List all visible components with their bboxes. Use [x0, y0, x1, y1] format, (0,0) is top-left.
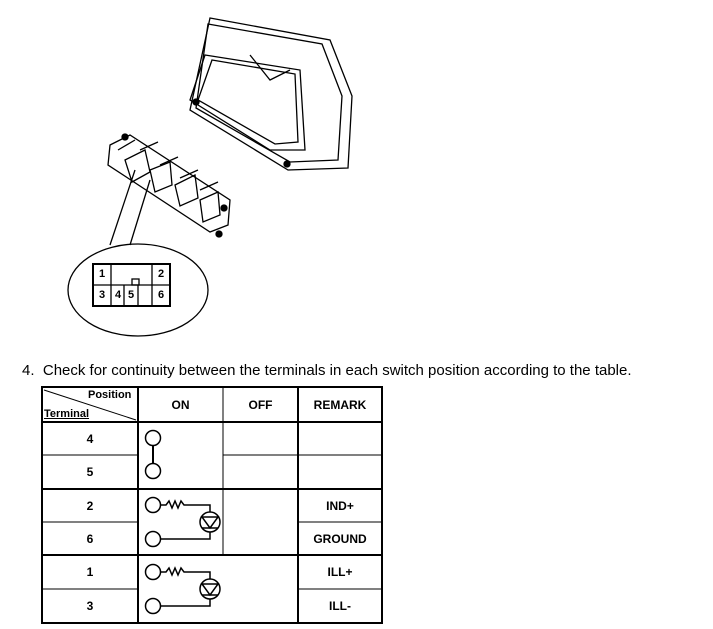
step-number: 4.	[22, 362, 35, 379]
terminal-number: 5	[86, 465, 94, 479]
remark: ILL+	[327, 565, 353, 579]
terminal-number: 6	[86, 531, 94, 546]
terminal-number: 1	[86, 565, 94, 579]
corner-label-terminal: Terminal	[44, 408, 90, 420]
connector-pin-4: 4	[114, 289, 122, 301]
connector-pin-5: 5	[127, 289, 135, 301]
remark: ILL-	[329, 599, 351, 613]
connector-pin-1: 1	[98, 268, 106, 280]
remark: GROUND	[313, 531, 367, 546]
terminal-number: 3	[86, 599, 94, 613]
corner-label-position: Position	[88, 389, 132, 401]
remark	[298, 422, 382, 455]
indicator-led-circuit-2-6	[144, 496, 221, 548]
connector-pin-3: 3	[98, 289, 106, 301]
column-header-off: OFF	[248, 397, 273, 412]
instruction-step: 4. Check for continuity between the term…	[22, 362, 632, 379]
remark: IND+	[326, 498, 354, 513]
step-text: Check for continuity between the termina…	[42, 362, 632, 379]
connector-pin-2: 2	[157, 268, 165, 280]
illumination-led-circuit-1-3	[144, 563, 221, 615]
column-header-remark: REMARK	[313, 397, 367, 412]
terminal-number: 4	[86, 431, 94, 446]
continuity-symbol-4-5	[144, 429, 162, 480]
switch-panel-illustration	[67, 17, 353, 337]
connector-pin-6: 6	[157, 289, 165, 301]
terminal-number: 2	[86, 498, 94, 513]
column-header-on: ON	[171, 397, 190, 412]
remark	[298, 455, 382, 489]
